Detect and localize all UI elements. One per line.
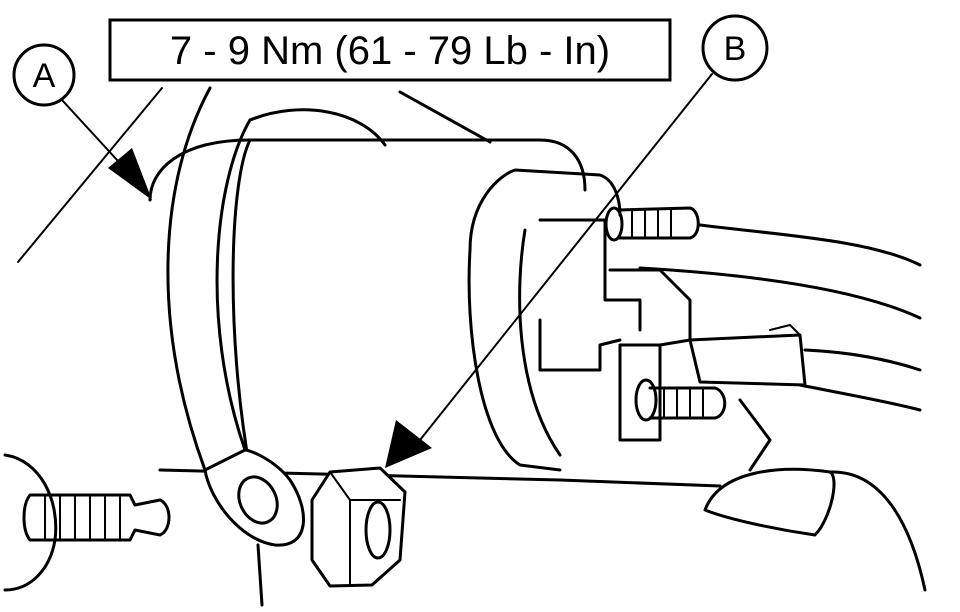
end-plate-top — [468, 168, 622, 252]
callout-b: B — [385, 14, 769, 468]
terminal-base — [618, 343, 662, 442]
callout-a-label: A — [33, 57, 56, 95]
wire-clip — [738, 398, 772, 472]
torque-spec-frame — [108, 18, 672, 82]
lower-terminal-stud — [634, 378, 727, 422]
nut-bore — [364, 500, 392, 560]
callout-b-circle — [701, 14, 769, 82]
housing-rear-line — [398, 90, 492, 144]
wire-lower-2 — [798, 383, 922, 412]
strap-inner-edge — [215, 118, 252, 452]
terminal-block-left — [538, 318, 622, 372]
end-plate — [467, 168, 692, 472]
wire-upper-1 — [698, 223, 922, 267]
strap-tail — [256, 543, 264, 607]
mounting-bracket — [703, 467, 927, 592]
wire-upper-2 — [638, 266, 922, 320]
ground-strap — [166, 86, 387, 607]
nut-facets — [329, 471, 401, 587]
upper-stud-body — [616, 206, 700, 240]
callout-b-label: B — [724, 30, 747, 68]
strap-eyelet-hole — [237, 475, 279, 525]
callout-a: A — [12, 43, 152, 200]
strap-top-bend — [248, 108, 387, 147]
wire-connector — [688, 333, 807, 387]
bolt-threads — [44, 494, 121, 541]
bolt-mount-edge — [3, 453, 58, 592]
torque-spec-box: 7 - 9 Nm (61 - 79 Lb - In) — [108, 18, 672, 82]
section-cut-line — [17, 87, 163, 263]
wire-lower-1 — [803, 348, 922, 372]
callout-a-circle — [12, 43, 76, 107]
lower-stud-body — [648, 386, 727, 420]
upper-terminal-stud — [604, 206, 700, 242]
terminal-block-upper — [538, 218, 642, 332]
connector-latch — [769, 324, 801, 336]
callout-b-arrowhead — [385, 420, 432, 468]
wiring — [638, 223, 922, 472]
lower-stud-washer — [634, 378, 658, 422]
bracket-curve — [828, 470, 927, 592]
bracket-plate — [703, 467, 836, 537]
loose-bolt — [3, 453, 171, 592]
torque-spec-label: 7 - 9 Nm (61 - 79 Lb - In) — [170, 29, 610, 73]
terminal-tab — [608, 268, 692, 347]
callout-b-leader — [419, 73, 713, 441]
end-plate-outer — [467, 248, 562, 472]
upper-stud-threads — [631, 207, 672, 239]
callout-a-arrowhead — [108, 148, 152, 200]
hex-nut — [310, 466, 407, 588]
end-plate-inner-ring — [518, 228, 562, 457]
housing-bottom-edge — [158, 468, 722, 488]
bolt-body — [22, 493, 171, 542]
housing-rim — [231, 138, 252, 472]
strap-eyelet — [203, 448, 305, 547]
upper-stud-washer — [604, 206, 624, 242]
strap-outer-edge — [166, 86, 212, 472]
lower-stud-threads — [663, 387, 704, 419]
motor-housing — [148, 90, 722, 488]
